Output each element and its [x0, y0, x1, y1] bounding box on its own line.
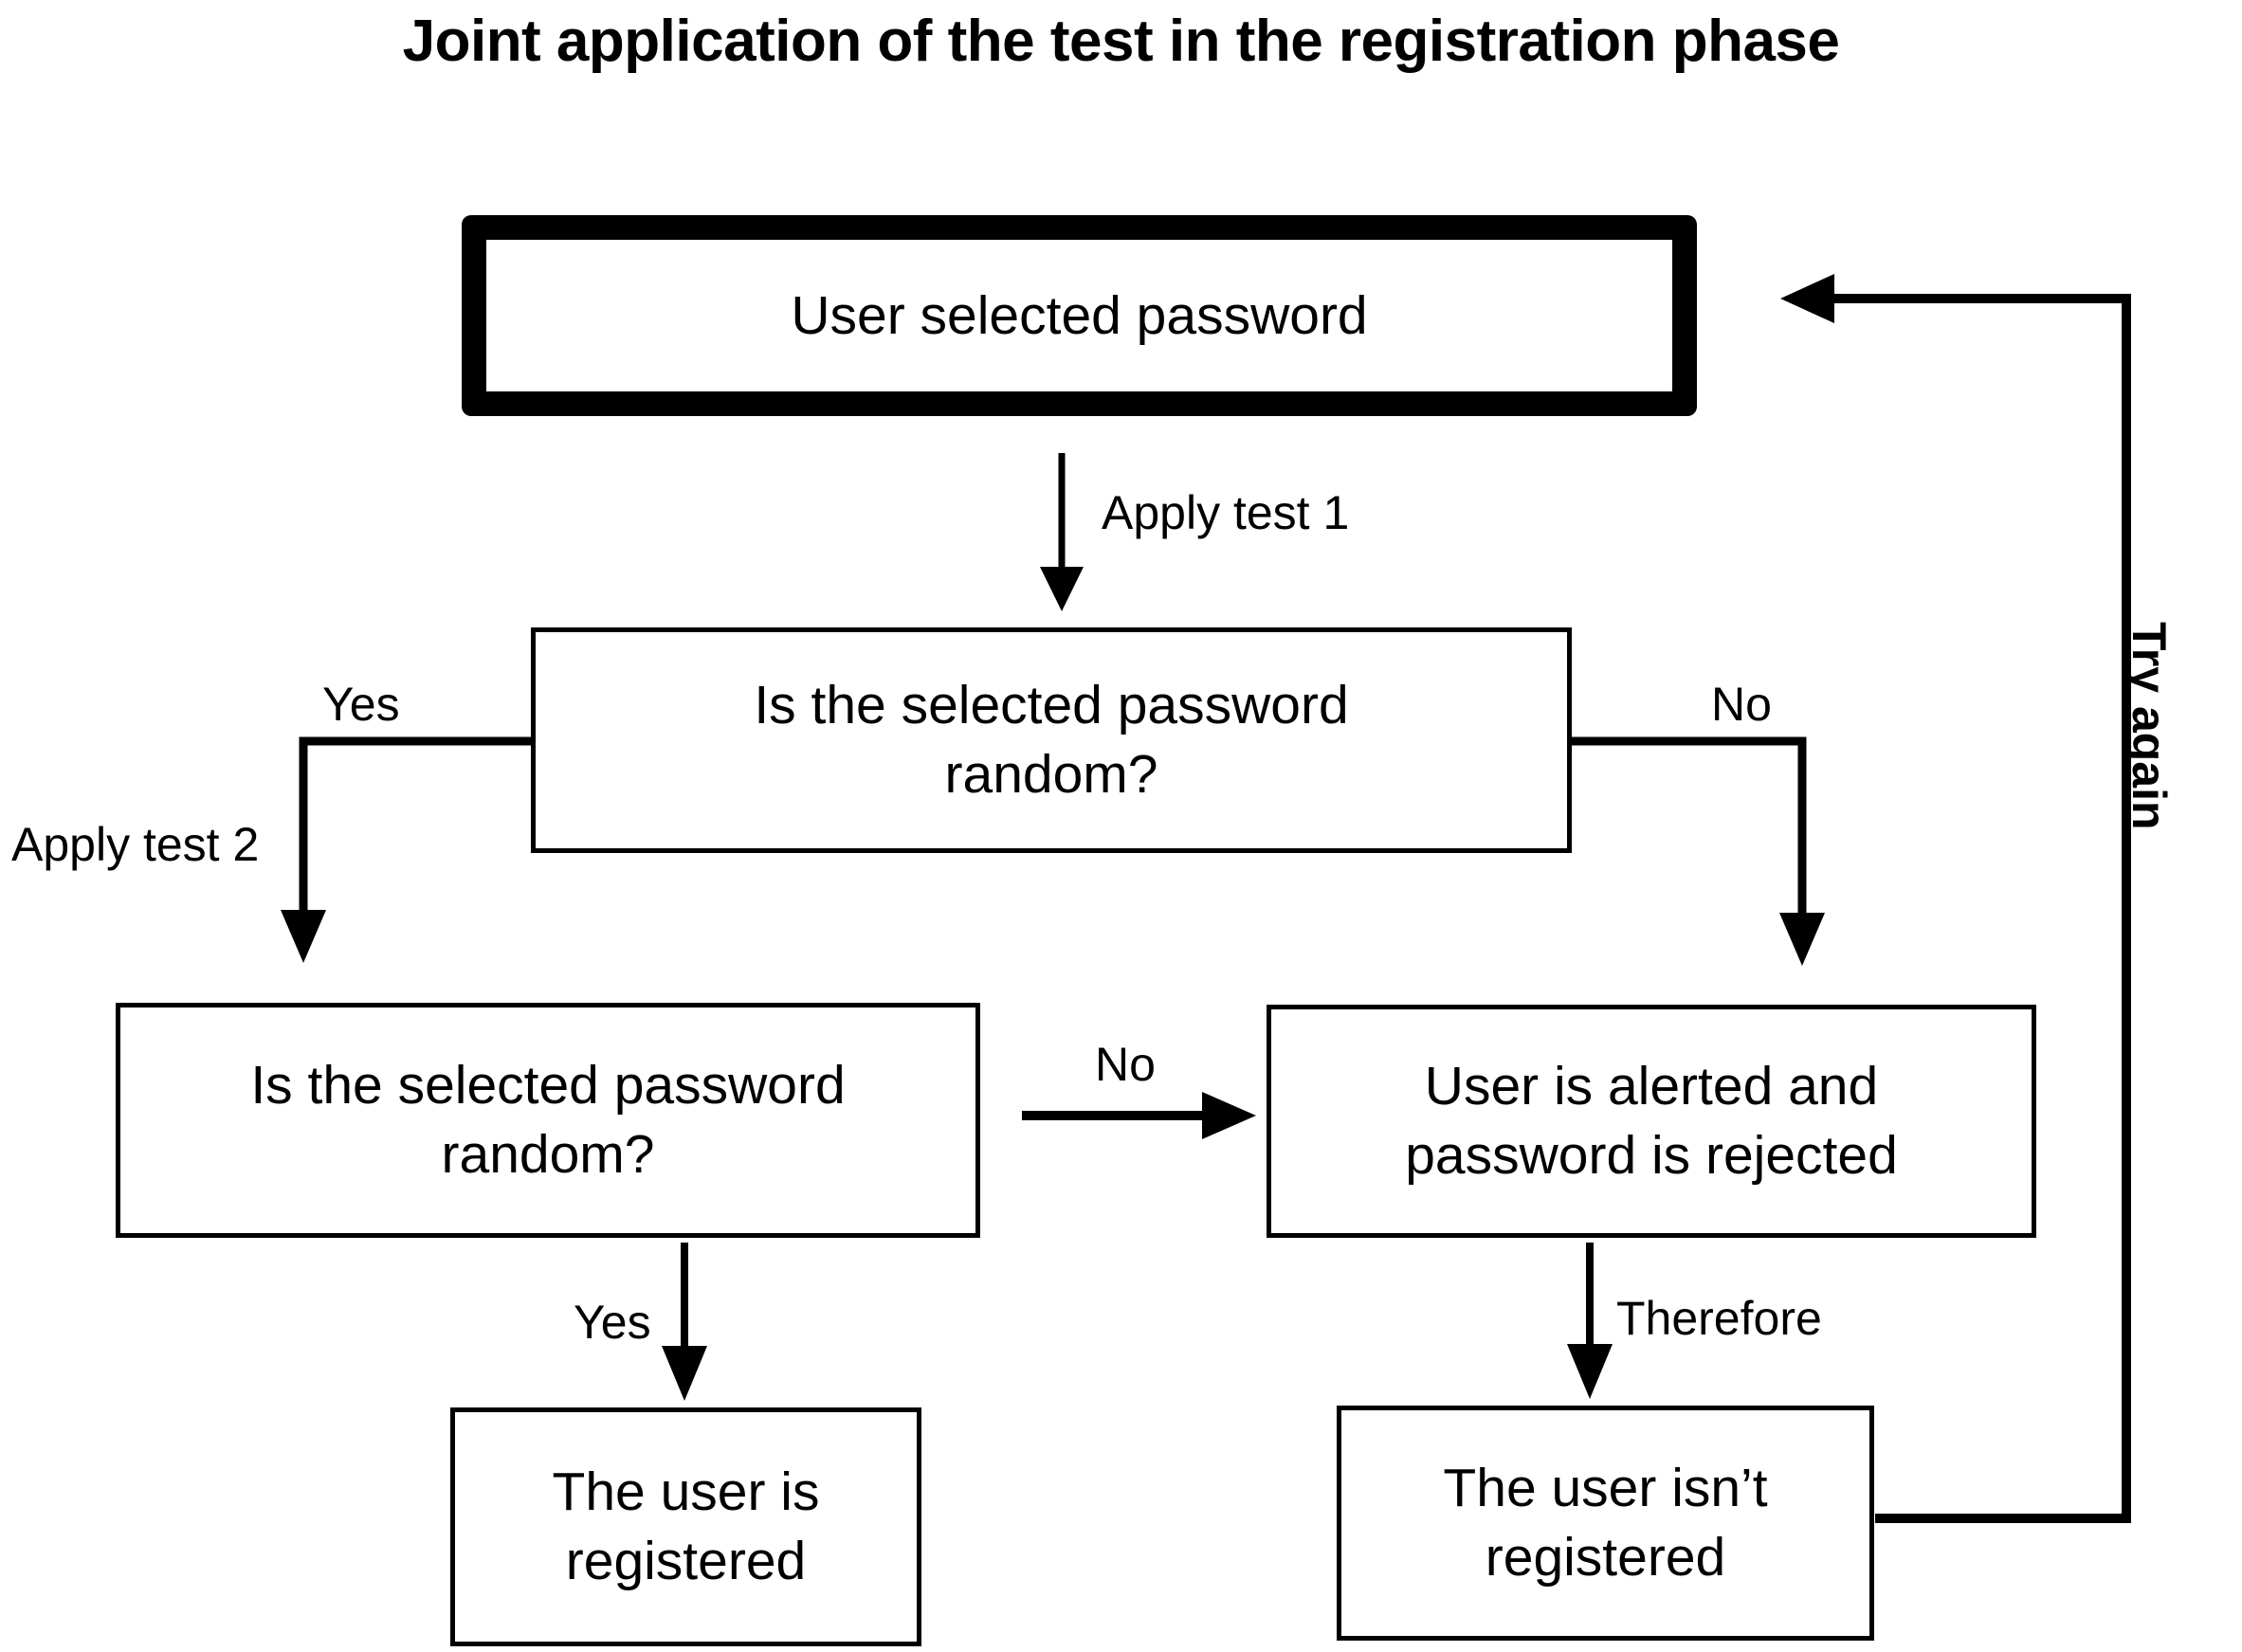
node-is-password-random-test1[interactable]: Is the selected password random? [531, 627, 1572, 853]
edge-label-try-again: Try again [2123, 622, 2176, 830]
node-label: Is the selected password random? [250, 1055, 846, 1185]
edge-label-apply-test-1: Apply test 1 [1102, 486, 1350, 539]
edge-label-therefore: Therefore [1616, 1292, 1822, 1345]
node-label: User is alerted and password is rejected [1405, 1056, 1898, 1186]
edge-label-yes-test2: Yes [574, 1296, 651, 1349]
node-label: User selected password [791, 284, 1368, 346]
edge-test2-no-to-alert [1022, 1092, 1256, 1139]
edge-test1-yes-to-test2 [281, 736, 531, 963]
edge-alert-to-unregistered [1567, 1243, 1613, 1399]
node-user-selected-password[interactable]: User selected password [462, 215, 1697, 416]
node-user-is-registered[interactable]: The user is registered [450, 1407, 921, 1646]
node-user-alerted-password-rejected[interactable]: User is alerted and password is rejected [1267, 1005, 2036, 1238]
edge-test1-no-to-alert [1572, 736, 1825, 966]
edge-label-yes-test1: Yes [322, 678, 400, 731]
edge-test2-yes-to-registered [662, 1243, 707, 1401]
edge-label-apply-test-2: Apply test 2 [11, 818, 260, 871]
edge-label-no-test1: No [1711, 678, 1772, 731]
node-is-password-random-test2[interactable]: Is the selected password random? [116, 1003, 980, 1238]
node-user-isnt-registered[interactable]: The user isn’t registered [1337, 1406, 1874, 1641]
node-label: The user isn’t registered [1443, 1458, 1768, 1588]
node-label: The user is registered [552, 1461, 820, 1591]
edge-start-to-test1 [1040, 453, 1084, 611]
edge-unregistered-to-start [1780, 274, 2131, 1523]
edge-label-no-test2: No [1095, 1038, 1156, 1091]
page-title: Joint application of the test in the reg… [402, 9, 1840, 74]
node-label: Is the selected password random? [754, 675, 1349, 805]
